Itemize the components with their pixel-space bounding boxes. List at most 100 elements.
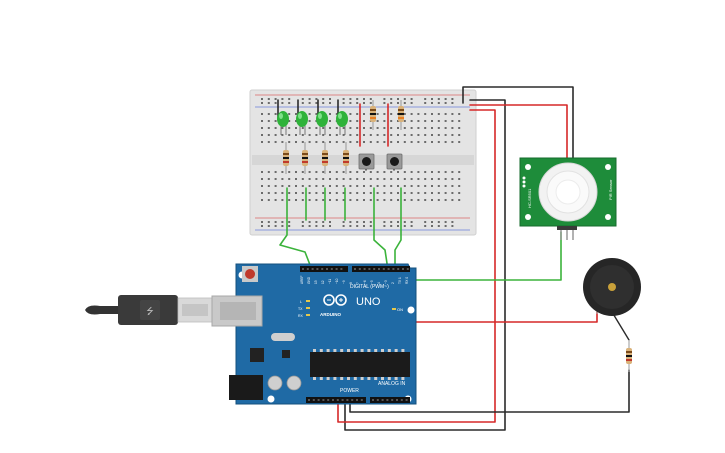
breadboard-hole[interactable] xyxy=(308,98,311,100)
breadboard-hole[interactable] xyxy=(403,120,406,122)
header-pin[interactable] xyxy=(406,268,409,270)
breadboard-hole[interactable] xyxy=(444,171,447,173)
breadboard-hole[interactable] xyxy=(363,113,365,115)
breadboard-hole[interactable] xyxy=(322,178,325,180)
breadboard-hole[interactable] xyxy=(301,185,304,187)
breadboard-hole[interactable] xyxy=(451,120,454,122)
breadboard-hole[interactable] xyxy=(295,178,297,180)
breadboard-hole[interactable] xyxy=(397,192,399,194)
breadboard-hole[interactable] xyxy=(274,192,277,194)
breadboard-hole[interactable] xyxy=(403,199,406,201)
breadboard-hole[interactable] xyxy=(403,171,406,173)
header-pin[interactable] xyxy=(396,399,398,401)
breadboard-hole[interactable] xyxy=(267,178,270,180)
breadboard-hole[interactable] xyxy=(410,192,413,194)
breadboard-hole[interactable] xyxy=(437,134,440,136)
breadboard-hole[interactable] xyxy=(369,199,372,201)
breadboard-hole[interactable] xyxy=(322,171,325,173)
breadboard-hole[interactable] xyxy=(410,171,413,173)
breadboard-hole[interactable] xyxy=(431,185,433,187)
breadboard-hole[interactable] xyxy=(458,171,461,173)
breadboard-hole[interactable] xyxy=(363,171,365,173)
breadboard-hole[interactable] xyxy=(335,127,338,129)
breadboard-hole[interactable] xyxy=(308,192,311,194)
breadboard-hole[interactable] xyxy=(417,113,420,115)
breadboard-hole[interactable] xyxy=(281,221,284,223)
breadboard-hole[interactable] xyxy=(451,127,454,129)
header-pin[interactable] xyxy=(392,268,395,270)
breadboard-hole[interactable] xyxy=(376,127,379,129)
header-pin[interactable] xyxy=(381,399,384,401)
breadboard-hole[interactable] xyxy=(329,98,331,100)
breadboard-hole[interactable] xyxy=(281,102,284,104)
breadboard-hole[interactable] xyxy=(417,192,420,194)
breadboard-hole[interactable] xyxy=(315,185,318,187)
breadboard-hole[interactable] xyxy=(369,225,372,227)
header-pin[interactable] xyxy=(327,399,330,401)
breadboard-hole[interactable] xyxy=(308,120,311,122)
breadboard-hole[interactable] xyxy=(444,134,447,136)
breadboard-hole[interactable] xyxy=(288,113,291,115)
breadboard-hole[interactable] xyxy=(390,221,393,223)
breadboard-hole[interactable] xyxy=(437,225,440,227)
breadboard-hole[interactable] xyxy=(437,98,440,100)
breadboard-hole[interactable] xyxy=(261,192,263,194)
breadboard-hole[interactable] xyxy=(301,102,304,104)
breadboard-hole[interactable] xyxy=(444,102,447,104)
breadboard-hole[interactable] xyxy=(267,225,270,227)
breadboard-hole[interactable] xyxy=(301,127,304,129)
breadboard-hole[interactable] xyxy=(363,120,365,122)
breadboard-hole[interactable] xyxy=(335,141,338,143)
usb-cable[interactable]: ⭍ xyxy=(85,295,213,325)
breadboard-hole[interactable] xyxy=(329,221,331,223)
breadboard-hole[interactable] xyxy=(315,134,318,136)
breadboard-hole[interactable] xyxy=(383,120,386,122)
breadboard-hole[interactable] xyxy=(274,141,277,143)
breadboard-hole[interactable] xyxy=(451,102,454,104)
breadboard-hole[interactable] xyxy=(301,225,304,227)
breadboard-hole[interactable] xyxy=(431,221,433,223)
header-pin[interactable] xyxy=(378,268,380,270)
breadboard-hole[interactable] xyxy=(431,113,433,115)
breadboard-hole[interactable] xyxy=(444,120,447,122)
breadboard-hole[interactable] xyxy=(403,141,406,143)
header-pin[interactable] xyxy=(308,399,310,401)
breadboard-hole[interactable] xyxy=(390,102,393,104)
breadboard-hole[interactable] xyxy=(274,98,277,100)
breadboard-hole[interactable] xyxy=(274,171,277,173)
led[interactable] xyxy=(296,111,308,135)
resistor[interactable] xyxy=(322,142,328,174)
breadboard-hole[interactable] xyxy=(315,102,318,104)
breadboard-hole[interactable] xyxy=(417,120,420,122)
breadboard-hole[interactable] xyxy=(458,120,461,122)
breadboard-hole[interactable] xyxy=(281,192,284,194)
header-pin[interactable] xyxy=(382,268,385,270)
breadboard-hole[interactable] xyxy=(424,141,427,143)
breadboard-hole[interactable] xyxy=(342,225,345,227)
breadboard-hole[interactable] xyxy=(308,141,311,143)
breadboard-hole[interactable] xyxy=(383,171,386,173)
breadboard-hole[interactable] xyxy=(356,178,359,180)
breadboard-hole[interactable] xyxy=(451,141,454,143)
breadboard-hole[interactable] xyxy=(451,134,454,136)
header-pin[interactable] xyxy=(373,268,376,270)
breadboard-hole[interactable] xyxy=(267,113,270,115)
breadboard-hole[interactable] xyxy=(261,113,263,115)
breadboard-hole[interactable] xyxy=(390,185,393,187)
breadboard-hole[interactable] xyxy=(335,199,338,201)
breadboard-hole[interactable] xyxy=(376,113,379,115)
breadboard-hole[interactable] xyxy=(301,199,304,201)
breadboard-hole[interactable] xyxy=(363,127,365,129)
breadboard-hole[interactable] xyxy=(356,225,359,227)
breadboard-hole[interactable] xyxy=(458,127,461,129)
breadboard-hole[interactable] xyxy=(329,141,331,143)
header-pin[interactable] xyxy=(322,399,325,401)
header-pin[interactable] xyxy=(358,268,361,270)
breadboard-hole[interactable] xyxy=(281,134,284,136)
breadboard-hole[interactable] xyxy=(410,178,413,180)
header-pin[interactable] xyxy=(391,399,394,401)
breadboard-hole[interactable] xyxy=(356,192,359,194)
breadboard-hole[interactable] xyxy=(458,178,461,180)
breadboard-hole[interactable] xyxy=(274,102,277,104)
breadboard-hole[interactable] xyxy=(281,141,284,143)
